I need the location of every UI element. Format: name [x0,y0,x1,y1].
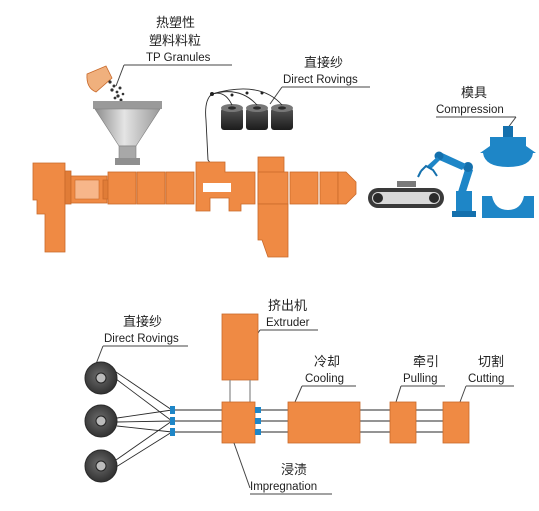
pulling-label-en: Pulling [403,373,438,385]
impregnation-label-cn: 浸渍 [281,463,307,478]
mold-label-cn: 模具 [461,86,487,101]
cooling-label-cn: 冷却 [314,355,340,370]
extruder-label-cn: 挤出机 [268,299,307,314]
top-spool [246,104,268,130]
bottom-extruder: 挤出机 Extruder [221,299,318,402]
top-spool [221,104,243,130]
compression-mold: 模具 Compression [436,86,536,218]
top-fiber-path [211,88,283,106]
granules-label: 热塑性 塑料料粒 TP Granules [115,16,232,87]
robot-arm [417,151,476,217]
top-rovings-label-cn: 直接纱 [304,55,343,71]
bottom-rovings-leader [95,345,104,365]
extruder-drive [32,162,66,253]
bottom-rovings-label: 直接纱 Direct Rovings [95,314,188,365]
hopper [93,101,162,165]
mold-lower [482,196,534,218]
granules-label-cn-1: 热塑性 [156,16,195,31]
pulling-box [389,401,417,444]
conveyor [368,181,444,208]
barrel-segment [289,171,319,205]
cutting-station: 切割 Cutting [442,354,514,444]
bottom-rovings-label-en: Direct Rovings [104,333,179,345]
top-section: 热塑性 塑料料粒 TP Granules 直接纱 Direct Roving [32,16,536,258]
roving-fibers [115,371,173,468]
extruder-support [257,203,289,258]
granules-label-en: TP Granules [146,52,211,64]
extruder-coupling [64,170,72,205]
top-spools [221,104,293,130]
cooling-box [287,401,361,444]
bottom-rovings-label-cn: 直接纱 [123,314,162,330]
fiber-guide [170,406,175,436]
extruder-label-en: Extruder [266,317,310,329]
cooling-leader [294,385,303,403]
cooling-station: 冷却 Cooling [287,355,361,444]
pulling-leader [395,385,402,403]
top-rovings-label-en: Direct Rovings [283,74,358,86]
barrel-segment [136,171,166,205]
pulling-station: 牵引 Pulling [389,355,445,444]
extruder-box [221,313,259,381]
bottom-spools [84,361,118,483]
pulling-label-cn: 牵引 [413,355,439,370]
granules-label-cn-2: 塑料料粒 [149,34,201,49]
top-rovings-leader [269,86,283,105]
cutting-label-cn: 切割 [478,354,504,370]
bottom-spool [84,361,118,395]
granules-leader [115,64,125,87]
bottom-spool [84,449,118,483]
robot-base [456,191,472,217]
impregnation-box [221,401,256,444]
impregnation-die: 浸渍 Impregnation [221,401,332,495]
charge-on-conveyor [397,181,416,187]
top-rovings: 直接纱 Direct Rovings [205,55,370,171]
granule-scoop [86,65,125,102]
barrel-segment [165,171,195,205]
bottom-section: 直接纱 Direct Rovings [84,299,514,495]
extruder-machine [32,156,357,258]
cutting-leader [459,385,467,403]
barrel-segment [319,171,339,205]
mold-label-en: Compression [436,104,504,116]
bottom-spool [84,404,118,438]
cutting-label-en: Cutting [468,373,504,385]
barrel-segment [107,171,137,205]
impregnation-leader [233,442,251,489]
top-spool [271,104,293,130]
mold-upper [480,137,536,153]
impregnation-label-en: Impregnation [250,481,317,493]
cooling-label-en: Cooling [305,373,344,385]
cutting-box [442,401,470,444]
extruder-nozzle [337,171,357,205]
